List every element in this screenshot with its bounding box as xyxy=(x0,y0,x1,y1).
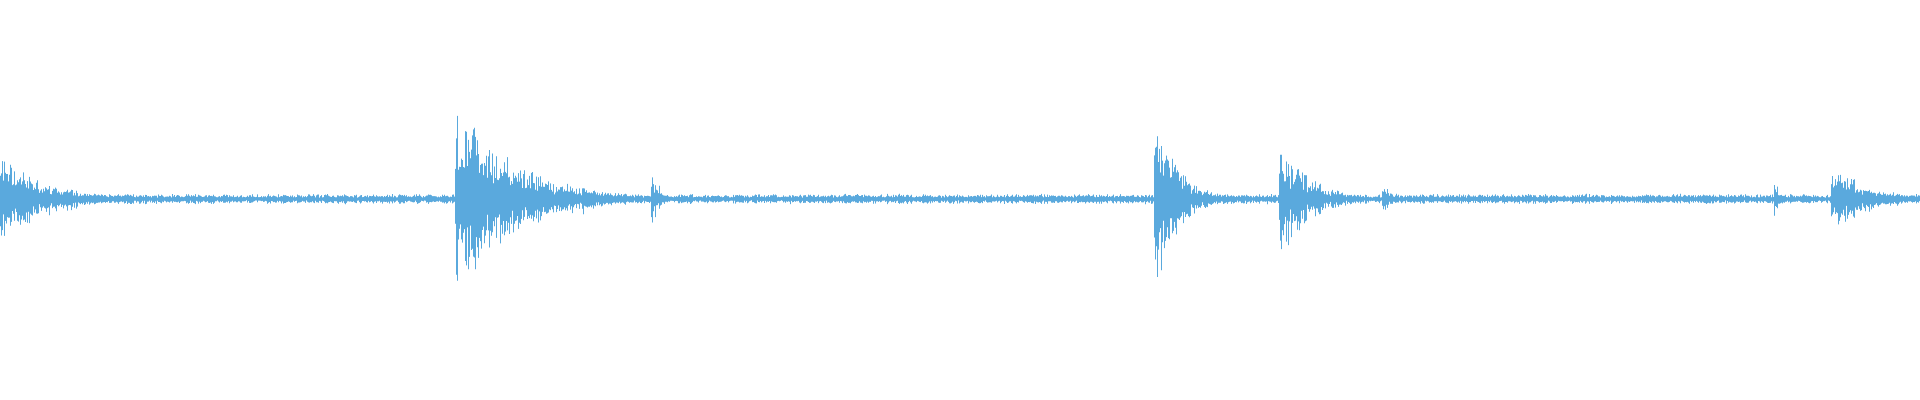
waveform-trace xyxy=(0,115,1920,281)
